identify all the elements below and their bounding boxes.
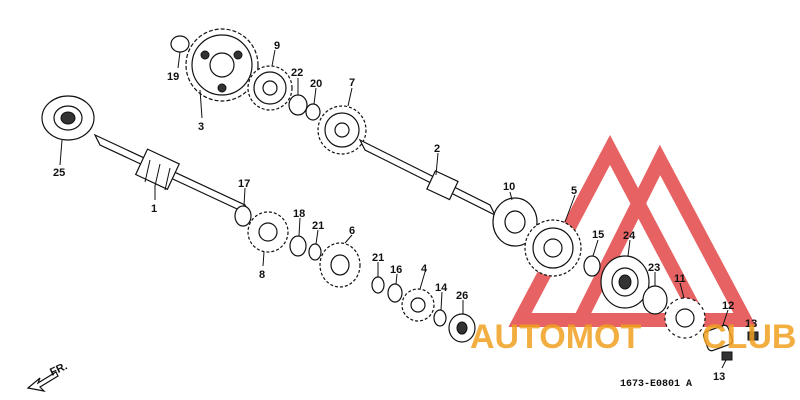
label-18: 18 [293, 208, 305, 220]
bearing-26 [448, 313, 476, 343]
label-13-lower: 13 [713, 371, 725, 383]
label-9: 9 [274, 40, 280, 52]
label-14: 14 [435, 282, 448, 294]
bearing-24 [600, 255, 650, 309]
label-12: 12 [722, 300, 734, 312]
gear-8 [247, 211, 289, 253]
gear-6 [319, 242, 361, 288]
gear-9 [247, 65, 293, 111]
label-15: 15 [592, 229, 604, 241]
gear-3 [185, 28, 259, 102]
gear-4 [401, 288, 435, 322]
front-direction-indicator: FR. [26, 360, 69, 392]
part-labels: 1 2 3 4 5 6 7 8 9 10 11 12 13 13 14 15 1… [53, 40, 757, 383]
bushing-18 [289, 235, 307, 257]
label-17: 17 [238, 178, 250, 190]
watermark-text: AUTOMOT CLUB [470, 318, 796, 356]
label-13-upper: 13 [745, 318, 757, 330]
bearing-25 [41, 95, 95, 141]
label-21-lower: 21 [372, 252, 384, 264]
gear-10 [492, 197, 538, 247]
countershaft-2 [358, 138, 497, 217]
gear-7 [317, 105, 367, 155]
washer-21b [371, 276, 385, 294]
washer-21a [308, 243, 322, 261]
label-19: 19 [167, 71, 179, 83]
label-1: 1 [151, 203, 157, 215]
label-6: 6 [349, 225, 355, 237]
fixing-plate-12 [702, 324, 734, 352]
label-22: 22 [291, 67, 303, 79]
bushing-16 [387, 283, 403, 303]
oil-seal-23 [642, 285, 668, 315]
label-23: 23 [648, 262, 660, 274]
label-7: 7 [349, 77, 355, 89]
gear-5 [524, 219, 582, 277]
label-10: 10 [503, 181, 515, 193]
washer-20 [305, 103, 321, 121]
label-3: 3 [198, 121, 204, 133]
label-26: 26 [456, 290, 468, 302]
label-25: 25 [53, 167, 65, 179]
label-24: 24 [623, 230, 636, 242]
bolt-13a [747, 331, 759, 341]
front-arrow-icon [26, 371, 59, 392]
label-16: 16 [390, 264, 402, 276]
label-8: 8 [259, 269, 265, 281]
label-2: 2 [434, 143, 440, 155]
label-4: 4 [421, 263, 428, 275]
bolt-13b [721, 351, 733, 361]
washer-14 [433, 309, 447, 327]
washer-15 [583, 255, 601, 277]
watermark-text-b: CLUB [702, 318, 796, 356]
bushing-22 [288, 94, 308, 116]
diagram-code: 1673-E0801 A [620, 379, 692, 390]
label-21-upper: 21 [312, 220, 324, 232]
watermark-text-a: AUTOMOT [470, 318, 641, 356]
front-label: FR. [48, 360, 69, 378]
washer-17 [234, 205, 252, 227]
label-11: 11 [674, 273, 686, 285]
washer-19 [170, 35, 190, 53]
leader-lines [59, 49, 753, 369]
label-5: 5 [571, 185, 577, 197]
mainshaft-1 [93, 133, 252, 217]
label-20: 20 [310, 78, 322, 90]
sprocket-11 [664, 297, 706, 339]
